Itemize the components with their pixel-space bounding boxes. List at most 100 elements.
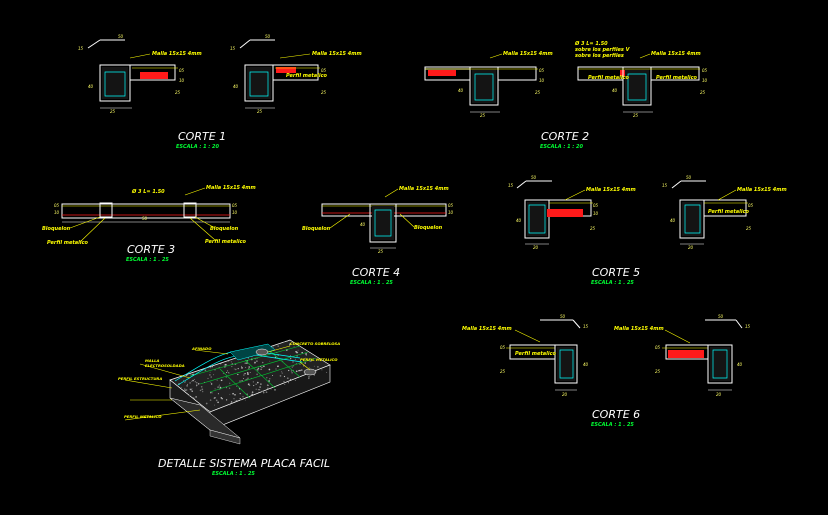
concrete-speckle	[263, 365, 265, 368]
dim-label: 40	[88, 84, 94, 89]
label-perfil: Perfil metalico	[656, 75, 698, 81]
dim-label: 20	[716, 392, 722, 397]
concrete-speckle	[211, 366, 214, 368]
concrete-speckle	[183, 380, 184, 381]
concrete-speckle	[262, 391, 265, 394]
concrete-speckle	[210, 381, 212, 383]
concrete-speckle	[241, 380, 243, 382]
concrete-speckle	[299, 369, 301, 372]
concrete-speckle	[269, 352, 271, 354]
concrete-speckle	[246, 362, 248, 364]
concrete-speckle	[191, 373, 193, 375]
concrete-speckle	[244, 379, 246, 381]
concrete-speckle	[235, 368, 237, 371]
concrete-speckle	[244, 399, 246, 401]
concrete-speckle	[221, 398, 223, 400]
dim-label: 05	[655, 345, 661, 350]
concrete-speckle	[186, 389, 188, 391]
concrete-speckle	[210, 392, 212, 394]
corte-3-title: CORTE 3	[127, 243, 175, 256]
concrete-speckle	[184, 381, 186, 383]
concrete-speckle	[220, 379, 223, 382]
corte-5-title: CORTE 5	[592, 266, 640, 279]
concrete-speckle	[213, 374, 215, 376]
corte-2-right-detail: 25 40 05 10 25 Ø 3 L= 1.50 sobre los per…	[574, 40, 708, 118]
label-malla: Malla 15x15 4mm	[614, 326, 664, 332]
concrete-speckle	[232, 392, 234, 395]
dim-label: 40	[612, 88, 618, 93]
concrete-speckle	[226, 370, 229, 372]
concrete-speckle	[268, 380, 270, 382]
concrete-speckle	[228, 387, 231, 389]
concrete-speckle	[251, 391, 254, 393]
concrete-speckle	[313, 365, 315, 367]
label-phi-note: sobre los perfiles V	[575, 47, 631, 53]
concrete-texture	[178, 340, 328, 412]
concrete-speckle	[210, 383, 213, 385]
concrete-speckle	[305, 353, 307, 355]
concrete-speckle	[234, 400, 236, 402]
concrete-speckle	[197, 383, 200, 385]
concrete-speckle	[289, 378, 292, 380]
dim-label: 15	[230, 46, 236, 51]
concrete-speckle	[233, 368, 235, 370]
label-perfil: Perfil metalico	[47, 240, 89, 246]
concrete-speckle	[296, 351, 298, 354]
concrete-speckle	[214, 397, 216, 399]
concrete-speckle	[229, 382, 231, 384]
concrete-speckle	[209, 374, 211, 376]
concrete-speckle	[249, 371, 251, 373]
concrete-speckle	[220, 397, 223, 399]
label-perfil: Perfil metalico	[515, 351, 557, 357]
dim-label: 05	[593, 203, 599, 208]
dim-label: 50	[265, 34, 271, 39]
concrete-speckle	[241, 365, 242, 367]
concrete-speckle	[277, 365, 279, 368]
concrete-speckle	[217, 393, 219, 395]
concrete-speckle	[326, 371, 328, 373]
dim-label: 50	[142, 216, 148, 221]
concrete-speckle	[210, 367, 212, 369]
corte-3-detail: 50 05 10 05 10 Ø 3 L= 1.50 Malla 15x15 4…	[42, 185, 256, 246]
dim-label: 40	[458, 88, 464, 93]
label-malla: Malla 15x15 4mm	[503, 51, 553, 57]
concrete-speckle	[230, 402, 232, 404]
concrete-speckle	[301, 351, 303, 354]
concrete-speckle	[231, 365, 233, 368]
detalle-title: DETALLE SISTEMA PLACA FACIL	[158, 457, 330, 470]
label-perfil: Perfil metalico	[708, 209, 750, 215]
concrete-speckle	[308, 376, 310, 378]
detalle-scale: ESCALA : 1 . 25	[212, 471, 255, 477]
label-malla: Malla 15x15 4mm	[462, 326, 512, 332]
concrete-speckle	[236, 385, 238, 387]
label-phi-note: Ø 3 L= 1.50	[131, 188, 165, 195]
concrete-speckle	[321, 369, 323, 371]
dim-label: 40	[737, 362, 743, 367]
concrete-speckle	[191, 388, 193, 390]
concrete-speckle	[283, 375, 286, 378]
concrete-speckle	[189, 372, 192, 375]
corte-5-left-detail: 50 15 20 40 05 10 25 Malla 15x15 4mm	[508, 175, 636, 250]
dim-label: 25	[378, 249, 384, 254]
dim-label: 15	[745, 324, 751, 329]
concrete-speckle	[248, 384, 251, 387]
label-malla: Malla 15x15 4mm	[312, 51, 362, 57]
dim-label: 05	[748, 203, 754, 208]
concrete-speckle	[222, 373, 224, 375]
label-malla: Malla 15x15 4mm	[651, 51, 701, 57]
concrete-speckle	[275, 368, 277, 370]
concrete-speckle	[292, 361, 294, 363]
concrete-speckle	[257, 381, 259, 384]
dim-label: 10	[448, 210, 454, 215]
concrete-speckle	[269, 360, 271, 362]
placa-facil-isometric-detail: AFINADO CONCRETO SOBRELOSA MALLA ELECTRO…	[118, 339, 340, 445]
concrete-speckle	[240, 399, 242, 401]
concrete-speckle	[209, 371, 211, 373]
concrete-speckle	[243, 373, 245, 375]
concrete-speckle	[192, 379, 194, 382]
label-perfil: Perfil metalico	[286, 73, 328, 79]
concrete-speckle	[201, 388, 204, 391]
concrete-speckle	[205, 402, 208, 405]
corte-1-scale: ESCALA : 1 : 20	[176, 144, 220, 150]
concrete-speckle	[247, 377, 249, 380]
